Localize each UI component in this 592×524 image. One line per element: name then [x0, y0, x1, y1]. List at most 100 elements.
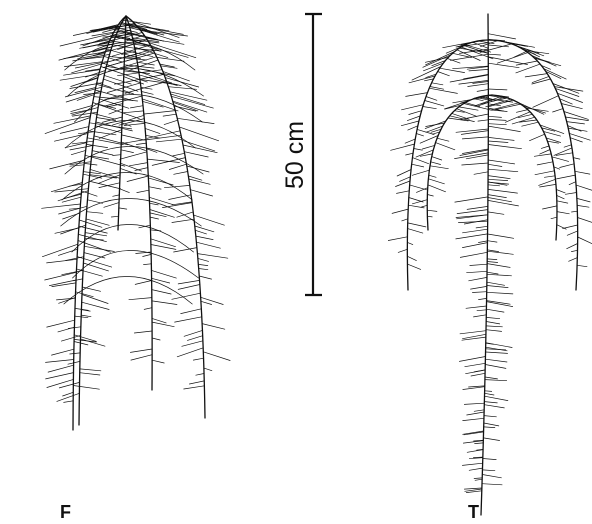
lateral-root	[485, 393, 494, 395]
lateral-root	[102, 117, 122, 122]
lateral-root	[104, 203, 119, 208]
lateral-root	[440, 68, 465, 72]
lateral-root	[81, 315, 91, 317]
lateral-root	[121, 142, 145, 151]
lateral-root	[436, 143, 455, 150]
lateral-root	[488, 189, 518, 193]
lateral-root	[483, 459, 496, 460]
lateral-root	[438, 72, 450, 76]
lateral-root	[45, 272, 77, 280]
lateral-root	[169, 164, 186, 169]
lateral-root	[467, 450, 483, 453]
lateral-root	[577, 198, 590, 202]
lateral-root	[83, 263, 108, 271]
lateral-root	[412, 200, 427, 204]
lateral-root	[482, 475, 501, 478]
lateral-root	[487, 282, 505, 285]
lateral-root	[84, 246, 114, 251]
lateral-root	[567, 122, 585, 124]
lateral-root	[488, 185, 500, 186]
lateral-root	[151, 245, 176, 250]
lateral-root	[488, 169, 518, 172]
lateral-root	[488, 34, 515, 39]
lateral-root	[551, 217, 557, 219]
lateral-root	[466, 155, 488, 159]
lateral-root	[427, 216, 432, 217]
lateral-root	[407, 242, 412, 244]
lateral-root	[406, 93, 428, 97]
lateral-root	[198, 254, 228, 259]
lateral-root	[66, 257, 84, 261]
lateral-root	[474, 172, 488, 175]
lateral-root	[199, 276, 211, 279]
lateral-root	[401, 121, 419, 126]
lateral-root	[184, 152, 208, 157]
lateral-root	[477, 310, 486, 311]
lateral-root	[162, 203, 192, 208]
lateral-root	[487, 259, 497, 260]
lateral-root	[402, 105, 424, 110]
lateral-root	[485, 391, 492, 392]
lateral-root	[488, 212, 504, 214]
lateral-root	[471, 286, 487, 289]
lateral-root	[577, 205, 589, 207]
lateral-root	[569, 182, 576, 185]
lateral-root	[556, 190, 565, 193]
lateral-root	[42, 204, 81, 208]
lateral-root	[422, 145, 434, 149]
lateral-root	[563, 225, 578, 229]
lateral-root	[391, 144, 415, 150]
lateral-root	[484, 405, 504, 408]
lateral-root	[64, 401, 73, 403]
lateral-root	[475, 443, 484, 444]
lateral-root	[203, 352, 230, 361]
lateral-root	[530, 134, 545, 141]
lateral-root	[201, 301, 212, 304]
lateral-root	[483, 470, 495, 471]
lateral-root	[471, 373, 485, 376]
lateral-root	[196, 242, 220, 248]
lateral-root	[416, 150, 433, 157]
lateral-root	[407, 256, 416, 260]
lateral-root	[61, 199, 202, 227]
lateral-root	[150, 217, 158, 219]
lateral-root	[59, 382, 79, 388]
lateral-root	[190, 190, 212, 196]
lateral-root	[571, 250, 577, 251]
lateral-root	[488, 57, 527, 65]
lateral-root	[479, 298, 487, 299]
lateral-root	[462, 137, 488, 139]
lateral-root	[488, 241, 498, 242]
lateral-root	[152, 290, 171, 294]
lateral-root	[407, 116, 420, 121]
lateral-root	[57, 393, 80, 401]
lateral-root	[408, 205, 424, 208]
lateral-root	[149, 187, 161, 189]
lateral-root	[426, 97, 437, 101]
lateral-root	[77, 257, 112, 268]
lateral-root	[469, 69, 488, 71]
lateral-root	[543, 206, 558, 209]
lateral-root	[578, 237, 592, 244]
lateral-root	[89, 181, 121, 189]
lateral-root	[143, 111, 175, 115]
lateral-root	[87, 212, 103, 214]
lateral-root	[406, 153, 413, 155]
lateral-root	[488, 234, 514, 238]
lateral-root	[474, 410, 484, 412]
lateral-root	[426, 123, 445, 127]
lateral-root	[145, 128, 160, 133]
lateral-root	[63, 392, 74, 396]
lateral-root	[488, 164, 502, 166]
lateral-root	[142, 92, 154, 95]
lateral-root	[568, 128, 587, 131]
lateral-root	[472, 292, 486, 293]
lateral-root	[127, 176, 148, 182]
lateral-root	[466, 306, 487, 308]
lateral-root	[553, 109, 563, 112]
lateral-root	[578, 218, 592, 224]
lateral-root	[131, 355, 152, 360]
lateral-root	[45, 118, 90, 134]
lateral-root	[537, 162, 553, 165]
